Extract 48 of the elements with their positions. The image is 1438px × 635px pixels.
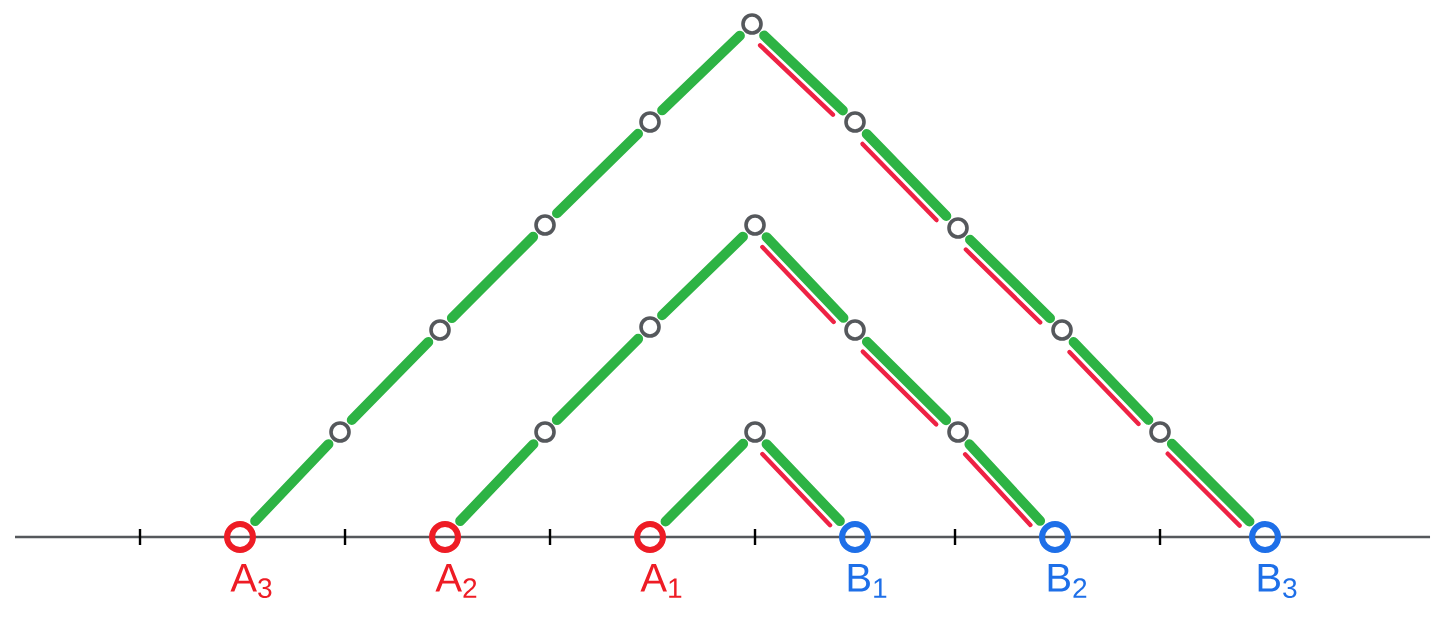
- marker-line: [760, 244, 836, 325]
- marker-line: [455, 439, 539, 527]
- marker-line: [860, 349, 939, 427]
- marker-line: [1067, 349, 1141, 427]
- lattice-circle: [639, 111, 661, 133]
- marker-line: [1068, 337, 1154, 425]
- marker-line: [963, 247, 1043, 325]
- marker-line: [759, 30, 848, 116]
- lattice-circle: [534, 214, 556, 236]
- marker-line: [250, 439, 334, 527]
- lattice-circle: [844, 319, 866, 341]
- lattice-circle: [534, 421, 556, 443]
- lattice-circle: [744, 421, 766, 443]
- lattice-circle: [329, 421, 351, 443]
- lattice-circle: [1149, 421, 1171, 443]
- node-label: A$_{3}$: [230, 564, 272, 599]
- marker-line: [757, 43, 836, 117]
- lattice-circle: [947, 421, 969, 443]
- marker-line: [657, 231, 748, 321]
- marker-line: [551, 333, 644, 426]
- node-label: A$_{2}$: [435, 564, 477, 598]
- node-label: A$_{1}$: [640, 564, 682, 598]
- marker-line: [1166, 438, 1255, 527]
- marker-line: [346, 337, 434, 425]
- marker-line: [965, 234, 1055, 324]
- marker-line: [861, 336, 952, 426]
- marker-line: [657, 30, 745, 116]
- lattice-circle: [947, 217, 969, 239]
- marker-line: [761, 232, 849, 323]
- lattice-circle: [639, 316, 661, 338]
- marker-line: [761, 439, 845, 527]
- marker-line: [962, 452, 1033, 528]
- marker-line: [1165, 451, 1242, 528]
- marker-line: [860, 141, 939, 223]
- marker-line: [446, 231, 539, 324]
- marker-line: [861, 129, 952, 221]
- marker-line: [760, 451, 833, 528]
- marker-line: [964, 439, 1046, 526]
- lattice-circle: [741, 13, 763, 35]
- lattice-circle: [744, 214, 766, 236]
- marker-line: [552, 128, 643, 219]
- lattice-circle: [844, 111, 866, 133]
- lattice-circle: [1051, 319, 1073, 341]
- lattice-circle: [429, 319, 451, 341]
- node-label: B$_{2}$: [1048, 564, 1087, 598]
- node-label: B$_{1}$: [848, 564, 887, 598]
- node-label: B$_{3}$: [1258, 564, 1297, 599]
- marker-line: [660, 438, 749, 527]
